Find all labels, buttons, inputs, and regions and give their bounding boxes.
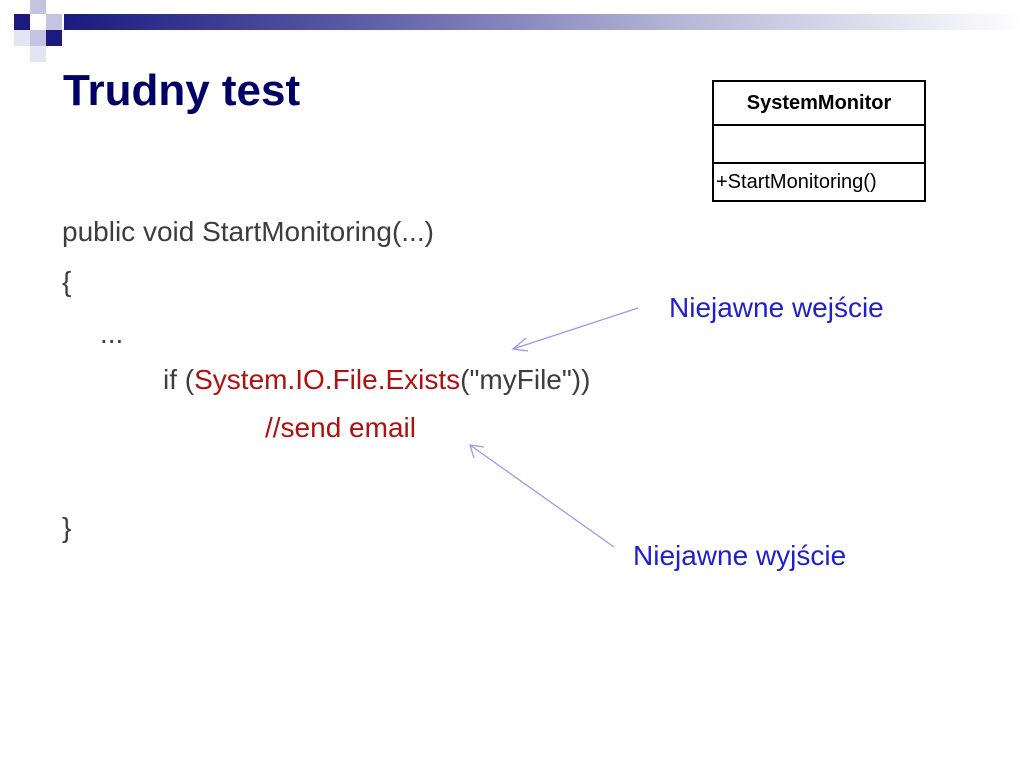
uml-operations: +StartMonitoring() [716,171,877,193]
header-gradient-bar [64,14,1024,30]
slide-title: Trudny test [63,66,301,115]
deco-square [30,46,46,62]
deco-square [30,30,46,46]
output-arrow [469,444,615,548]
code-line-signature: public void StartMonitoring(...) [62,216,434,247]
deco-square [46,14,62,30]
deco-square [30,0,46,14]
code-if-prefix: if ( [163,364,195,395]
uml-attributes [714,126,924,164]
deco-square [46,30,62,46]
code-line-open-brace: { [62,266,72,297]
code-file-exists-call: System.IO.File.Exists [194,364,461,395]
uml-class-box: SystemMonitor +StartMonitoring() [712,80,926,202]
uml-class-name: SystemMonitor [714,82,924,126]
code-if-suffix: ("myFile")) [460,364,591,395]
deco-square [14,30,30,46]
input-arrow [511,307,639,352]
code-line-ellipsis: ... [100,318,124,349]
implicit-output-label: Niejawne wyjście [633,540,847,571]
implicit-input-label: Niejawne wejście [669,292,884,323]
code-line-if: if (System.IO.File.Exists("myFile")) [163,364,590,396]
deco-square [14,14,30,30]
code-line-comment: //send email [265,412,416,443]
code-line-close-brace: } [62,512,72,543]
